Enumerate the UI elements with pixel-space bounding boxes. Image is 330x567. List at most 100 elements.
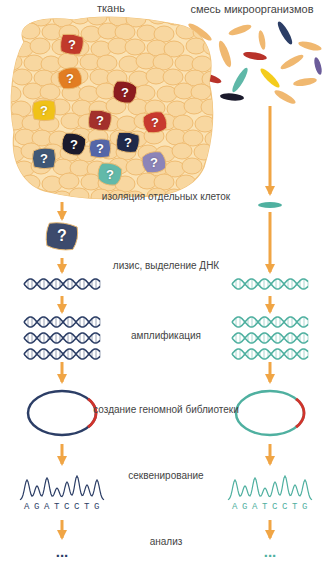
base-pair	[96, 333, 97, 343]
base-pair	[100, 320, 101, 325]
microbe	[220, 92, 245, 101]
cell-body	[46, 223, 77, 250]
dna-strand	[24, 333, 100, 343]
dna-strand	[232, 333, 308, 343]
cell: ?	[57, 66, 83, 90]
base-pair	[240, 317, 241, 326]
base-pair	[68, 279, 69, 288]
microbe	[216, 39, 233, 68]
tissue-cell	[182, 158, 202, 174]
base-pair	[264, 279, 265, 289]
tissue-cell	[20, 23, 40, 39]
plasmid-vector	[236, 391, 304, 435]
sequence-text: AGATCCTG	[24, 502, 104, 513]
base-pair	[264, 333, 265, 343]
cell-body	[113, 81, 137, 103]
flow-arrow	[269, 520, 272, 538]
tissue-cell	[3, 26, 23, 42]
step-label: изоляция отдельных клеток	[102, 191, 230, 203]
base-pair	[292, 279, 293, 288]
base-pair	[264, 349, 265, 359]
base-pair	[68, 317, 69, 326]
base-pair	[84, 317, 85, 326]
base-pair	[84, 349, 85, 358]
unknown-mark: ?	[150, 156, 158, 169]
dna-strand	[24, 279, 100, 289]
flow-arrow	[61, 258, 64, 272]
step-label: создание геномной библиотеки	[93, 404, 239, 416]
tissue-cell	[69, 188, 89, 204]
base-pair	[44, 333, 45, 343]
tissue-cell	[0, 40, 16, 56]
base-pair	[304, 317, 305, 327]
cell: ?	[141, 150, 167, 174]
sequencing-trace	[228, 476, 312, 500]
cell-body	[32, 100, 55, 121]
base-pair	[276, 333, 277, 342]
dna-strand	[232, 333, 308, 343]
tissue-cell	[125, 39, 145, 55]
cell-body	[143, 112, 167, 133]
base-pair	[56, 349, 57, 359]
isolated-microbe	[258, 202, 282, 208]
tissue-cell	[13, 189, 33, 205]
dna-strand	[24, 349, 100, 359]
base-pair	[44, 349, 45, 359]
base-pair	[32, 317, 33, 326]
microbe	[243, 50, 268, 61]
cell: ?	[142, 110, 168, 134]
step-label: смесь микроорганизмов	[190, 3, 313, 16]
unknown-mark: ?	[70, 138, 78, 151]
unknown-mark: ?	[96, 142, 104, 155]
sequencing-trace	[20, 476, 104, 500]
tissue-cell	[0, 188, 16, 204]
base-pair	[68, 333, 69, 342]
tissue-cell	[203, 39, 223, 55]
dna-strand	[24, 279, 100, 289]
cell: ?	[97, 162, 123, 186]
tissue-ground	[11, 17, 212, 198]
base-pair	[32, 349, 33, 358]
dna-helix	[232, 317, 308, 327]
base-pair	[252, 317, 253, 327]
tissue-cell	[213, 85, 233, 101]
tissue-cell	[58, 53, 78, 69]
unknown-mark: ?	[57, 228, 67, 244]
flow-arrow	[61, 444, 64, 464]
tissue-cell	[176, 175, 196, 191]
base-pair	[276, 349, 277, 358]
cell-body	[98, 163, 122, 185]
base-pair	[252, 333, 253, 343]
tissue-cell	[210, 173, 230, 189]
dna-helix	[24, 349, 100, 359]
microbe	[298, 40, 323, 53]
base-pair	[264, 317, 265, 327]
base-pair	[308, 352, 309, 357]
dna-strand	[232, 317, 308, 327]
microbe	[279, 52, 305, 71]
dna-strand	[24, 317, 100, 327]
microbe	[257, 30, 266, 51]
flow-arrow	[61, 202, 64, 219]
dna-helix	[24, 317, 100, 327]
unknown-mark: ?	[96, 114, 104, 127]
cell: ?	[44, 220, 80, 252]
base-pair	[100, 336, 101, 341]
cell: ?	[61, 132, 87, 156]
cell-body	[58, 68, 82, 89]
unknown-mark: ?	[124, 136, 132, 149]
step-label: лизис, выделение ДНК	[113, 260, 219, 272]
unknown-mark: ?	[40, 104, 48, 117]
base-pair	[68, 349, 69, 358]
microbe	[273, 88, 297, 106]
microbe	[230, 66, 250, 94]
cell: ?	[31, 98, 57, 122]
dna-strand	[24, 333, 100, 343]
tissue-cell	[59, 173, 79, 189]
base-pair	[56, 333, 57, 343]
microbe	[313, 57, 323, 76]
step-label: амплификация	[131, 330, 201, 342]
base-pair	[56, 317, 57, 327]
tissue-region: ткань????????????	[4, 2, 218, 202]
tissue-cell	[30, 38, 50, 54]
